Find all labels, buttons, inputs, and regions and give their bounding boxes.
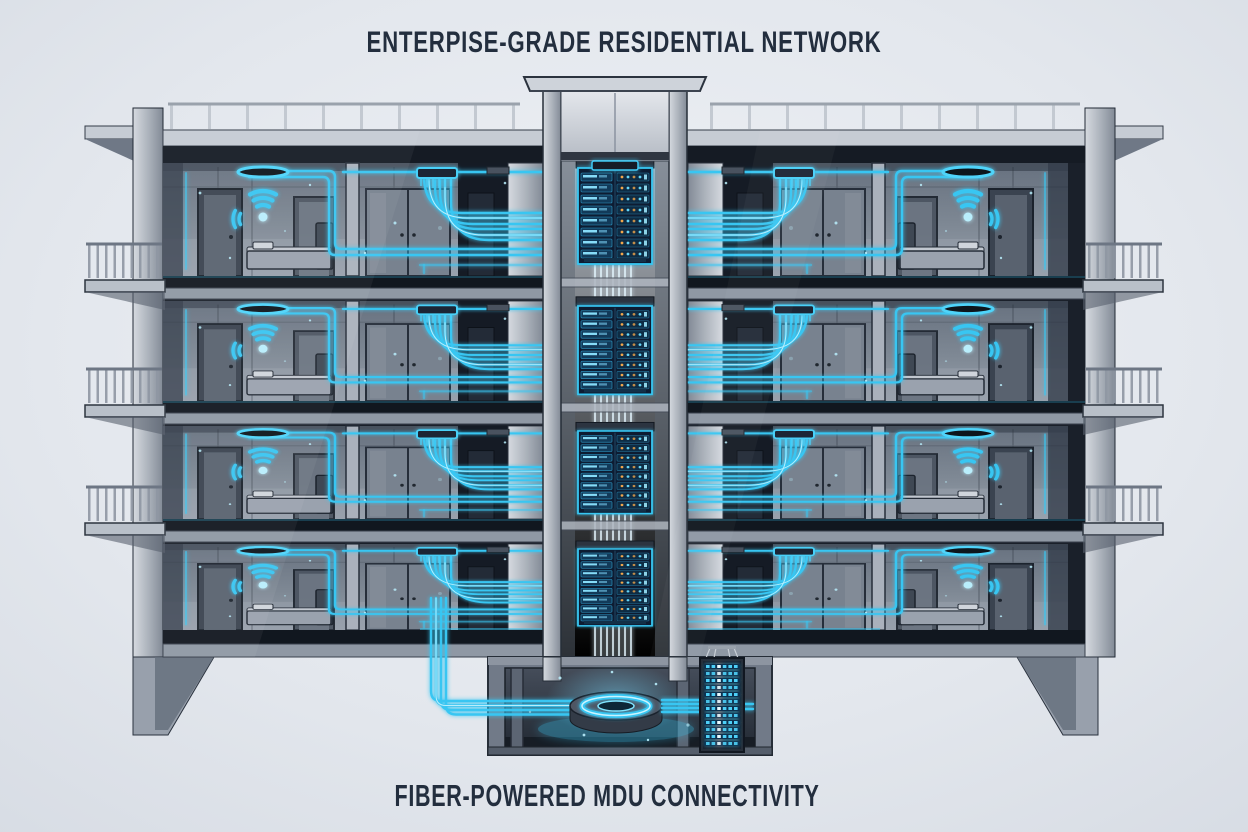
server-rack-floor-4 — [576, 158, 654, 264]
riser-shaft — [522, 76, 708, 703]
floor-slabs — [162, 276, 1086, 658]
server-rack-floor-1 — [576, 541, 654, 626]
balconies — [84, 242, 1164, 553]
shaft-slab-band — [560, 402, 670, 413]
basement-sparkles — [528, 670, 690, 742]
hub-to-rack-cables — [660, 698, 755, 714]
glass-sheen — [163, 130, 420, 657]
foundation-right — [1016, 656, 1099, 736]
server-rack-floor-3 — [576, 297, 654, 395]
shaft-header — [560, 90, 670, 171]
server-rack-floor-2 — [576, 422, 654, 513]
shaft-wall-left — [542, 90, 562, 658]
page-title: ENTERPISE-GRADE RESIDENTIAL NETWORK — [367, 26, 882, 59]
balcony-right — [1082, 242, 1164, 553]
page-caption: FIBER-POWERED MDU CONNECTIVITY — [395, 778, 820, 813]
shaft-slab-band — [560, 520, 670, 531]
rooftop-railing — [168, 102, 1080, 129]
shaft-cap — [522, 76, 708, 92]
fiber-hub-disc-icon — [538, 691, 694, 742]
floor-1-right-unit — [688, 544, 1068, 630]
balcony-left — [84, 242, 166, 553]
basement-distribution-rack-icon — [699, 646, 745, 753]
shaft-slab-band — [560, 277, 670, 288]
basement-pillar — [510, 667, 524, 749]
incoming-fiber-highlight — [436, 598, 574, 706]
basement — [429, 596, 773, 756]
